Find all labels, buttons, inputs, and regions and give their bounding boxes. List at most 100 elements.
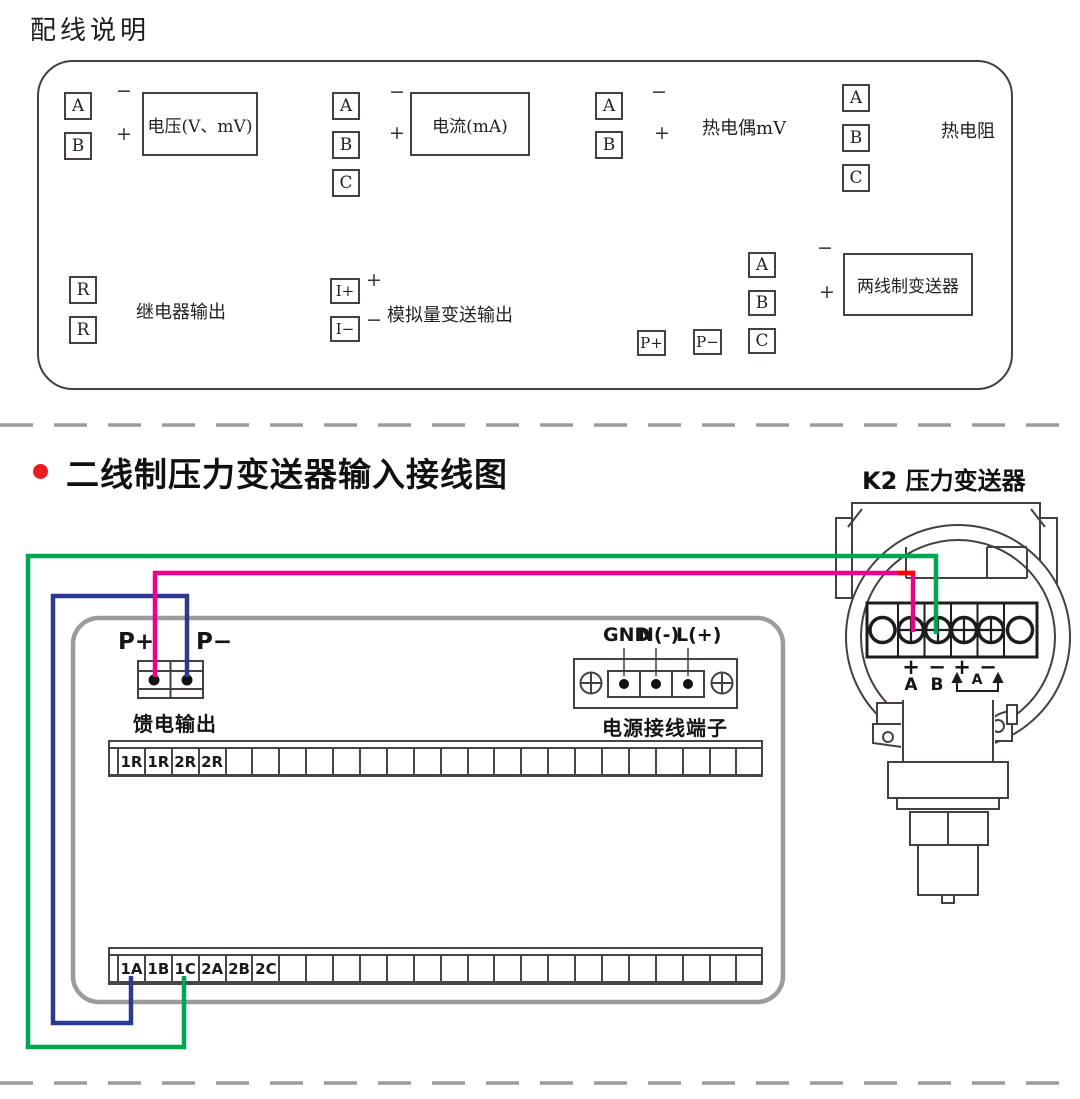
terminal-i-minus: I− (330, 316, 360, 342)
plus-sign: + (654, 122, 670, 144)
terminal-cell (601, 749, 628, 774)
terminal-cell (412, 749, 440, 774)
terminal-bridge-symbol (951, 671, 1004, 692)
terminal-a: A (64, 92, 92, 120)
plus-sign: + (819, 281, 835, 303)
plus-sign: + (116, 123, 132, 145)
terminal-cell (412, 956, 440, 981)
transmitter-washer (896, 797, 1000, 810)
terminal-p-minus: P− (693, 329, 722, 355)
left-mounting-bracket (872, 702, 904, 749)
terminal-cell (681, 749, 709, 774)
terminal-cell (547, 956, 574, 981)
terminal-b: B (595, 131, 623, 159)
terminal-b: B (748, 290, 776, 316)
minus-sign: − (651, 81, 667, 103)
terminal-cell (359, 956, 386, 981)
terminal-p-plus: P+ (637, 330, 666, 356)
terminal-a: A (595, 92, 623, 120)
terminal-a: A (332, 92, 360, 120)
terminal-i-plus: I+ (330, 278, 360, 304)
terminal-cell (520, 749, 547, 774)
minus-sign: − (366, 309, 382, 331)
terminal-cell (627, 749, 655, 774)
terminal-cell: 1A (117, 956, 144, 981)
terminal-cell (305, 956, 332, 981)
thermocouple-label: 热电偶mV (702, 118, 787, 139)
terminal-cell (574, 956, 601, 981)
p-plus-terminal-dot (148, 674, 160, 686)
terminal-cell (278, 956, 305, 981)
strip-rail (110, 981, 761, 987)
rtd-label: 热电阻 (941, 121, 995, 142)
terminal-cell (735, 749, 762, 774)
xmtr-bridge-label: A (971, 672, 983, 688)
terminal-cell (627, 956, 655, 981)
xmtr-plus-sign-2: + (953, 655, 971, 679)
transmitter-flange (887, 761, 1009, 799)
l-terminal-dot (683, 679, 693, 689)
terminal-cell (708, 956, 736, 981)
terminal-cell (224, 749, 252, 774)
terminal-a: A (842, 84, 870, 112)
terminal-cell: 1R (117, 749, 144, 774)
minus-sign: − (817, 237, 833, 259)
terminal-cell (305, 749, 332, 774)
terminal-cell (574, 749, 601, 774)
p-plus-label: P+ (118, 629, 155, 655)
power-terminal-label: 电源接线端子 (602, 716, 728, 740)
terminal-cell (493, 956, 520, 981)
terminal-cell: 1R (143, 749, 171, 774)
terminal-cell (735, 956, 762, 981)
terminal-cell (601, 956, 628, 981)
section-title: 二线制压力变送器输入接线图 (66, 455, 508, 494)
terminal-cell (439, 749, 467, 774)
terminal-cell (385, 956, 413, 981)
transmitter-probe (917, 844, 979, 896)
minus-sign: − (389, 81, 405, 103)
terminal-cell (654, 749, 682, 774)
terminal-hole-right (1005, 615, 1035, 645)
gnd-terminal-dot (619, 679, 629, 689)
feed-output-block (137, 660, 204, 699)
terminal-b: B (332, 131, 360, 159)
twowire-transmitter-box: 两线制变送器 (843, 253, 973, 316)
terminal-cell (466, 956, 494, 981)
section-bullet (33, 464, 48, 479)
minus-sign: − (116, 80, 132, 102)
terminal-b: B (842, 124, 870, 152)
feed-output-label: 馈电输出 (133, 712, 217, 736)
terminal-cell: 2C (251, 956, 278, 981)
n-pin-label: N(-) (638, 624, 680, 646)
k2-transmitter-title: K2 压力变送器 (862, 467, 1026, 495)
terminal-r1: R (69, 276, 97, 304)
current-input-box: 电流(mA) (410, 92, 530, 156)
terminal-cell: 1C (170, 956, 198, 981)
page-title: 配线说明 (30, 16, 151, 46)
power-terminal-block (573, 648, 738, 709)
terminal-r2: R (69, 316, 97, 344)
p-minus-label: P− (196, 629, 233, 655)
strip-rail (110, 949, 761, 956)
terminal-hole-left (868, 615, 897, 645)
terminal-b: B (64, 132, 92, 160)
terminal-cell (332, 956, 359, 981)
terminal-cell (466, 749, 494, 774)
terminal-c: C (748, 328, 776, 354)
terminal-cell (385, 749, 413, 774)
terminal-cell (332, 749, 359, 774)
xmtr-minus-sign-2: − (979, 655, 997, 679)
xmtr-pin-a-label: A (904, 675, 918, 695)
terminal-cell (251, 749, 278, 774)
xmtr-pin-b-label: B (930, 675, 944, 695)
terminal-cell (708, 749, 736, 774)
terminal-c: C (332, 169, 360, 197)
analog-output-label: 模拟量变送输出 (387, 305, 513, 326)
plus-sign: + (366, 269, 382, 291)
voltage-input-box: 电压(V、mV) (142, 92, 258, 156)
n-terminal-dot (651, 679, 661, 689)
terminal-cell: 2R (197, 749, 225, 774)
terminal-cell (278, 749, 305, 774)
